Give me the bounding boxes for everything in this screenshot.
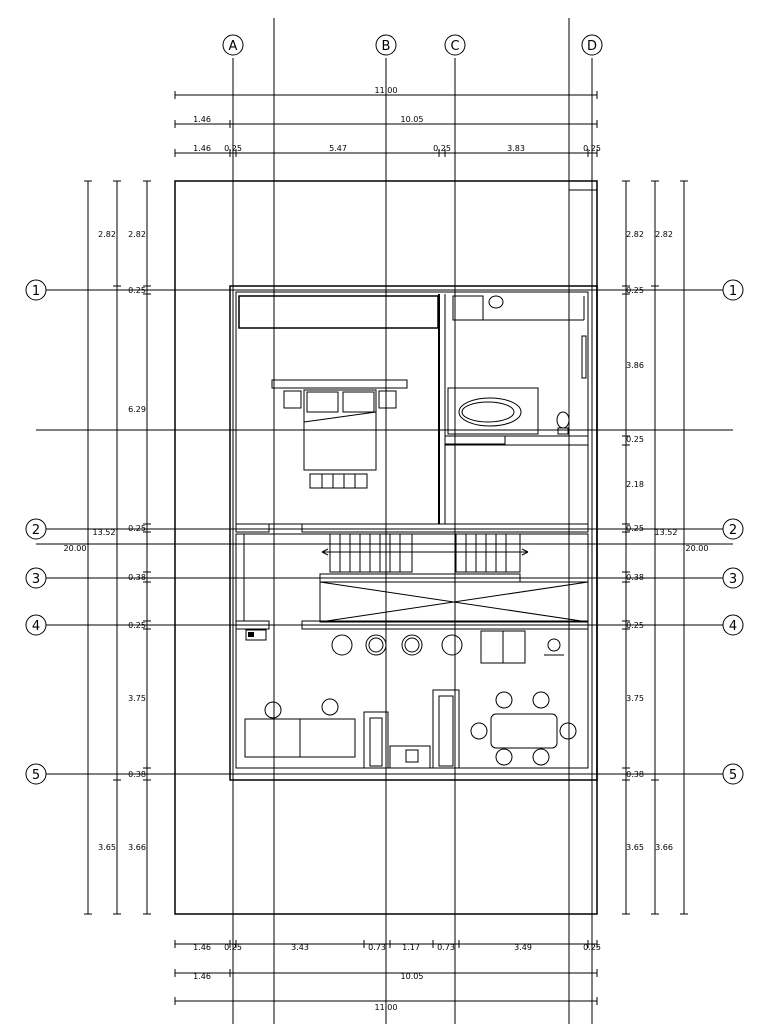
svg-text:3.66: 3.66 <box>128 843 146 852</box>
svg-text:0.38: 0.38 <box>128 770 146 779</box>
svg-text:3.75: 3.75 <box>128 694 146 703</box>
svg-text:C: C <box>450 39 459 54</box>
living-dining-furniture <box>244 629 577 769</box>
svg-text:3.65: 3.65 <box>626 843 644 852</box>
svg-text:0.25: 0.25 <box>128 286 146 295</box>
svg-text:0.25: 0.25 <box>433 144 451 153</box>
row-bubble-4-right: 4 <box>722 614 744 636</box>
svg-text:3.43: 3.43 <box>291 943 309 952</box>
svg-text:A: A <box>229 39 238 54</box>
svg-text:1.46: 1.46 <box>193 144 211 153</box>
svg-text:13.52: 13.52 <box>93 528 116 537</box>
row-bubble-2-left: 2 <box>25 518 47 540</box>
bed <box>271 379 408 489</box>
svg-text:3.66: 3.66 <box>655 843 673 852</box>
left-dimension-lines <box>84 180 151 915</box>
column-bubble-a: A <box>222 34 244 56</box>
svg-text:0.25: 0.25 <box>224 943 242 952</box>
row-bubble-1-left: 1 <box>25 279 47 301</box>
svg-text:0.25: 0.25 <box>583 144 601 153</box>
row-bubble-2-right: 2 <box>722 518 744 540</box>
svg-text:0.25: 0.25 <box>128 621 146 630</box>
svg-text:3: 3 <box>32 572 40 587</box>
top-dimension-overall: 11.00 <box>174 86 598 99</box>
svg-text:10.05: 10.05 <box>401 115 424 124</box>
svg-text:1: 1 <box>729 284 737 299</box>
svg-text:3.75: 3.75 <box>626 694 644 703</box>
svg-text:0.38: 0.38 <box>626 573 644 582</box>
svg-text:2: 2 <box>729 523 737 538</box>
svg-text:5: 5 <box>729 768 737 783</box>
svg-text:1.17: 1.17 <box>402 943 420 952</box>
svg-text:3: 3 <box>729 572 737 587</box>
row-bubble-1-right: 1 <box>722 279 744 301</box>
svg-text:1: 1 <box>32 284 40 299</box>
svg-text:4: 4 <box>729 619 737 634</box>
svg-text:20.00: 20.00 <box>64 544 87 553</box>
svg-text:1.46: 1.46 <box>193 972 211 981</box>
svg-text:5.47: 5.47 <box>329 144 347 153</box>
column-bubble-b: B <box>375 34 397 56</box>
svg-text:11.00: 11.00 <box>375 1003 398 1012</box>
svg-text:2: 2 <box>32 523 40 538</box>
row-bubble-3-left: 3 <box>25 567 47 589</box>
svg-text:20.00: 20.00 <box>686 544 709 553</box>
svg-text:0.73: 0.73 <box>437 943 455 952</box>
svg-text:0.73: 0.73 <box>368 943 386 952</box>
bottom-dimension-row2: 1.46 10.05 <box>174 969 598 981</box>
column-bubble-d: D <box>581 34 603 56</box>
svg-text:0.25: 0.25 <box>626 286 644 295</box>
column-bubble-c: C <box>444 34 466 56</box>
svg-text:1.46: 1.46 <box>193 943 211 952</box>
top-dimension-row3: 1.46 0.25 5.47 0.25 3.83 0.25 <box>174 144 601 157</box>
row-bubble-4-left: 4 <box>25 614 47 636</box>
svg-text:4: 4 <box>32 619 40 634</box>
row-bubble-5-left: 5 <box>25 763 47 785</box>
right-dimension-lines <box>622 180 688 915</box>
row-bubble-3-right: 3 <box>722 567 744 589</box>
svg-text:3.49: 3.49 <box>514 943 532 952</box>
svg-text:2.82: 2.82 <box>128 230 146 239</box>
svg-text:2.18: 2.18 <box>626 480 644 489</box>
svg-text:11.00: 11.00 <box>375 86 398 95</box>
svg-text:2.82: 2.82 <box>98 230 116 239</box>
svg-text:0.38: 0.38 <box>128 573 146 582</box>
left-dimension-labels: 2.82 2.82 0.25 6.29 0.25 0.38 0.25 3.75 … <box>64 230 146 852</box>
svg-text:3.83: 3.83 <box>507 144 525 153</box>
row-bubble-5-right: 5 <box>722 763 744 785</box>
svg-text:0.38: 0.38 <box>626 770 644 779</box>
staircase <box>319 533 589 623</box>
svg-text:D: D <box>587 39 597 54</box>
svg-text:2.82: 2.82 <box>655 230 673 239</box>
svg-text:5: 5 <box>32 768 40 783</box>
svg-text:0.25: 0.25 <box>626 621 644 630</box>
svg-text:6.29: 6.29 <box>128 405 146 414</box>
top-dimension-row2: 1.46 10.05 <box>174 115 598 128</box>
svg-text:0.25: 0.25 <box>626 524 644 533</box>
svg-text:1.46: 1.46 <box>193 115 211 124</box>
row-gridlines <box>36 289 733 775</box>
svg-text:2.82: 2.82 <box>626 230 644 239</box>
svg-text:13.52: 13.52 <box>655 528 678 537</box>
bottom-dimension-row1: 1.46 0.25 3.43 0.73 1.17 0.73 3.49 0.25 <box>174 940 601 952</box>
bathroom-fixtures <box>444 295 587 445</box>
svg-text:0.25: 0.25 <box>224 144 242 153</box>
building-walls <box>229 285 598 781</box>
right-dimension-labels: 2.82 2.82 0.25 3.86 0.25 2.18 0.25 0.38 … <box>626 230 708 852</box>
column-gridlines <box>232 18 593 1024</box>
svg-text:3.86: 3.86 <box>626 361 644 370</box>
svg-text:0.25: 0.25 <box>626 435 644 444</box>
bottom-dimension-overall: 11.00 <box>174 997 598 1012</box>
svg-text:10.05: 10.05 <box>401 972 424 981</box>
svg-text:B: B <box>382 39 391 54</box>
svg-text:0.25: 0.25 <box>128 524 146 533</box>
svg-text:0.25: 0.25 <box>583 943 601 952</box>
svg-text:3.65: 3.65 <box>98 843 116 852</box>
site-corner-detail <box>568 180 598 191</box>
